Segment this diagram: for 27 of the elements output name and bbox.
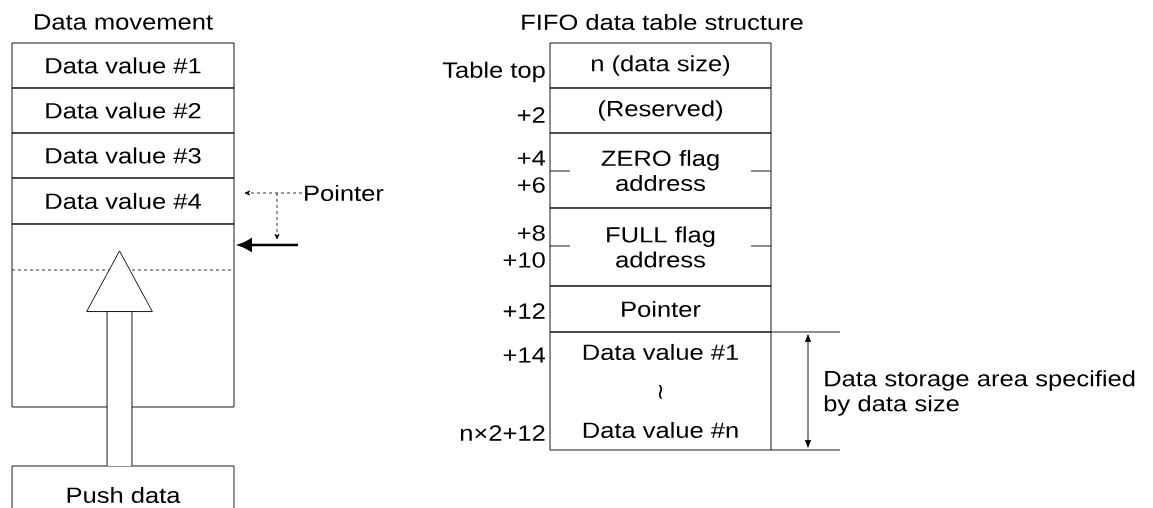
- data-box: Data value #2: [11, 87, 235, 134]
- heading: FIFO data table structure: [522, 13, 803, 31]
- table-row: Data value #1 ≀ Data value #n: [549, 331, 772, 451]
- offset-label: +4: [517, 150, 546, 166]
- offset-label: +10: [503, 252, 545, 268]
- table-row: ZERO flag address: [549, 132, 772, 209]
- empty-box: [11, 223, 235, 408]
- table-row: Pointer: [549, 285, 772, 333]
- table-row: FULL flag address: [549, 207, 772, 287]
- pointer-label: Pointer: [305, 184, 384, 202]
- arrow: [244, 190, 303, 196]
- offset-label: Table top: [442, 61, 545, 83]
- block-arrow: [86, 250, 153, 466]
- data-box: Data value #1: [11, 42, 235, 89]
- dimension-label: Data storage area specified by data size: [824, 370, 1135, 416]
- offset-label: +6: [517, 177, 545, 193]
- offset-label: +14: [503, 347, 546, 363]
- table-row: (Reserved): [549, 87, 772, 134]
- arrow: [238, 238, 298, 252]
- heading: Data movement: [35, 14, 213, 30]
- table-row: n (data size): [549, 42, 772, 89]
- offset-label: +8: [517, 225, 545, 241]
- offset-label: +12: [503, 303, 545, 319]
- data-box: Push data: [11, 465, 235, 508]
- offset-label: +2: [517, 107, 545, 123]
- data-box: Data value #3: [11, 132, 235, 179]
- data-box: Data value #4: [11, 177, 235, 225]
